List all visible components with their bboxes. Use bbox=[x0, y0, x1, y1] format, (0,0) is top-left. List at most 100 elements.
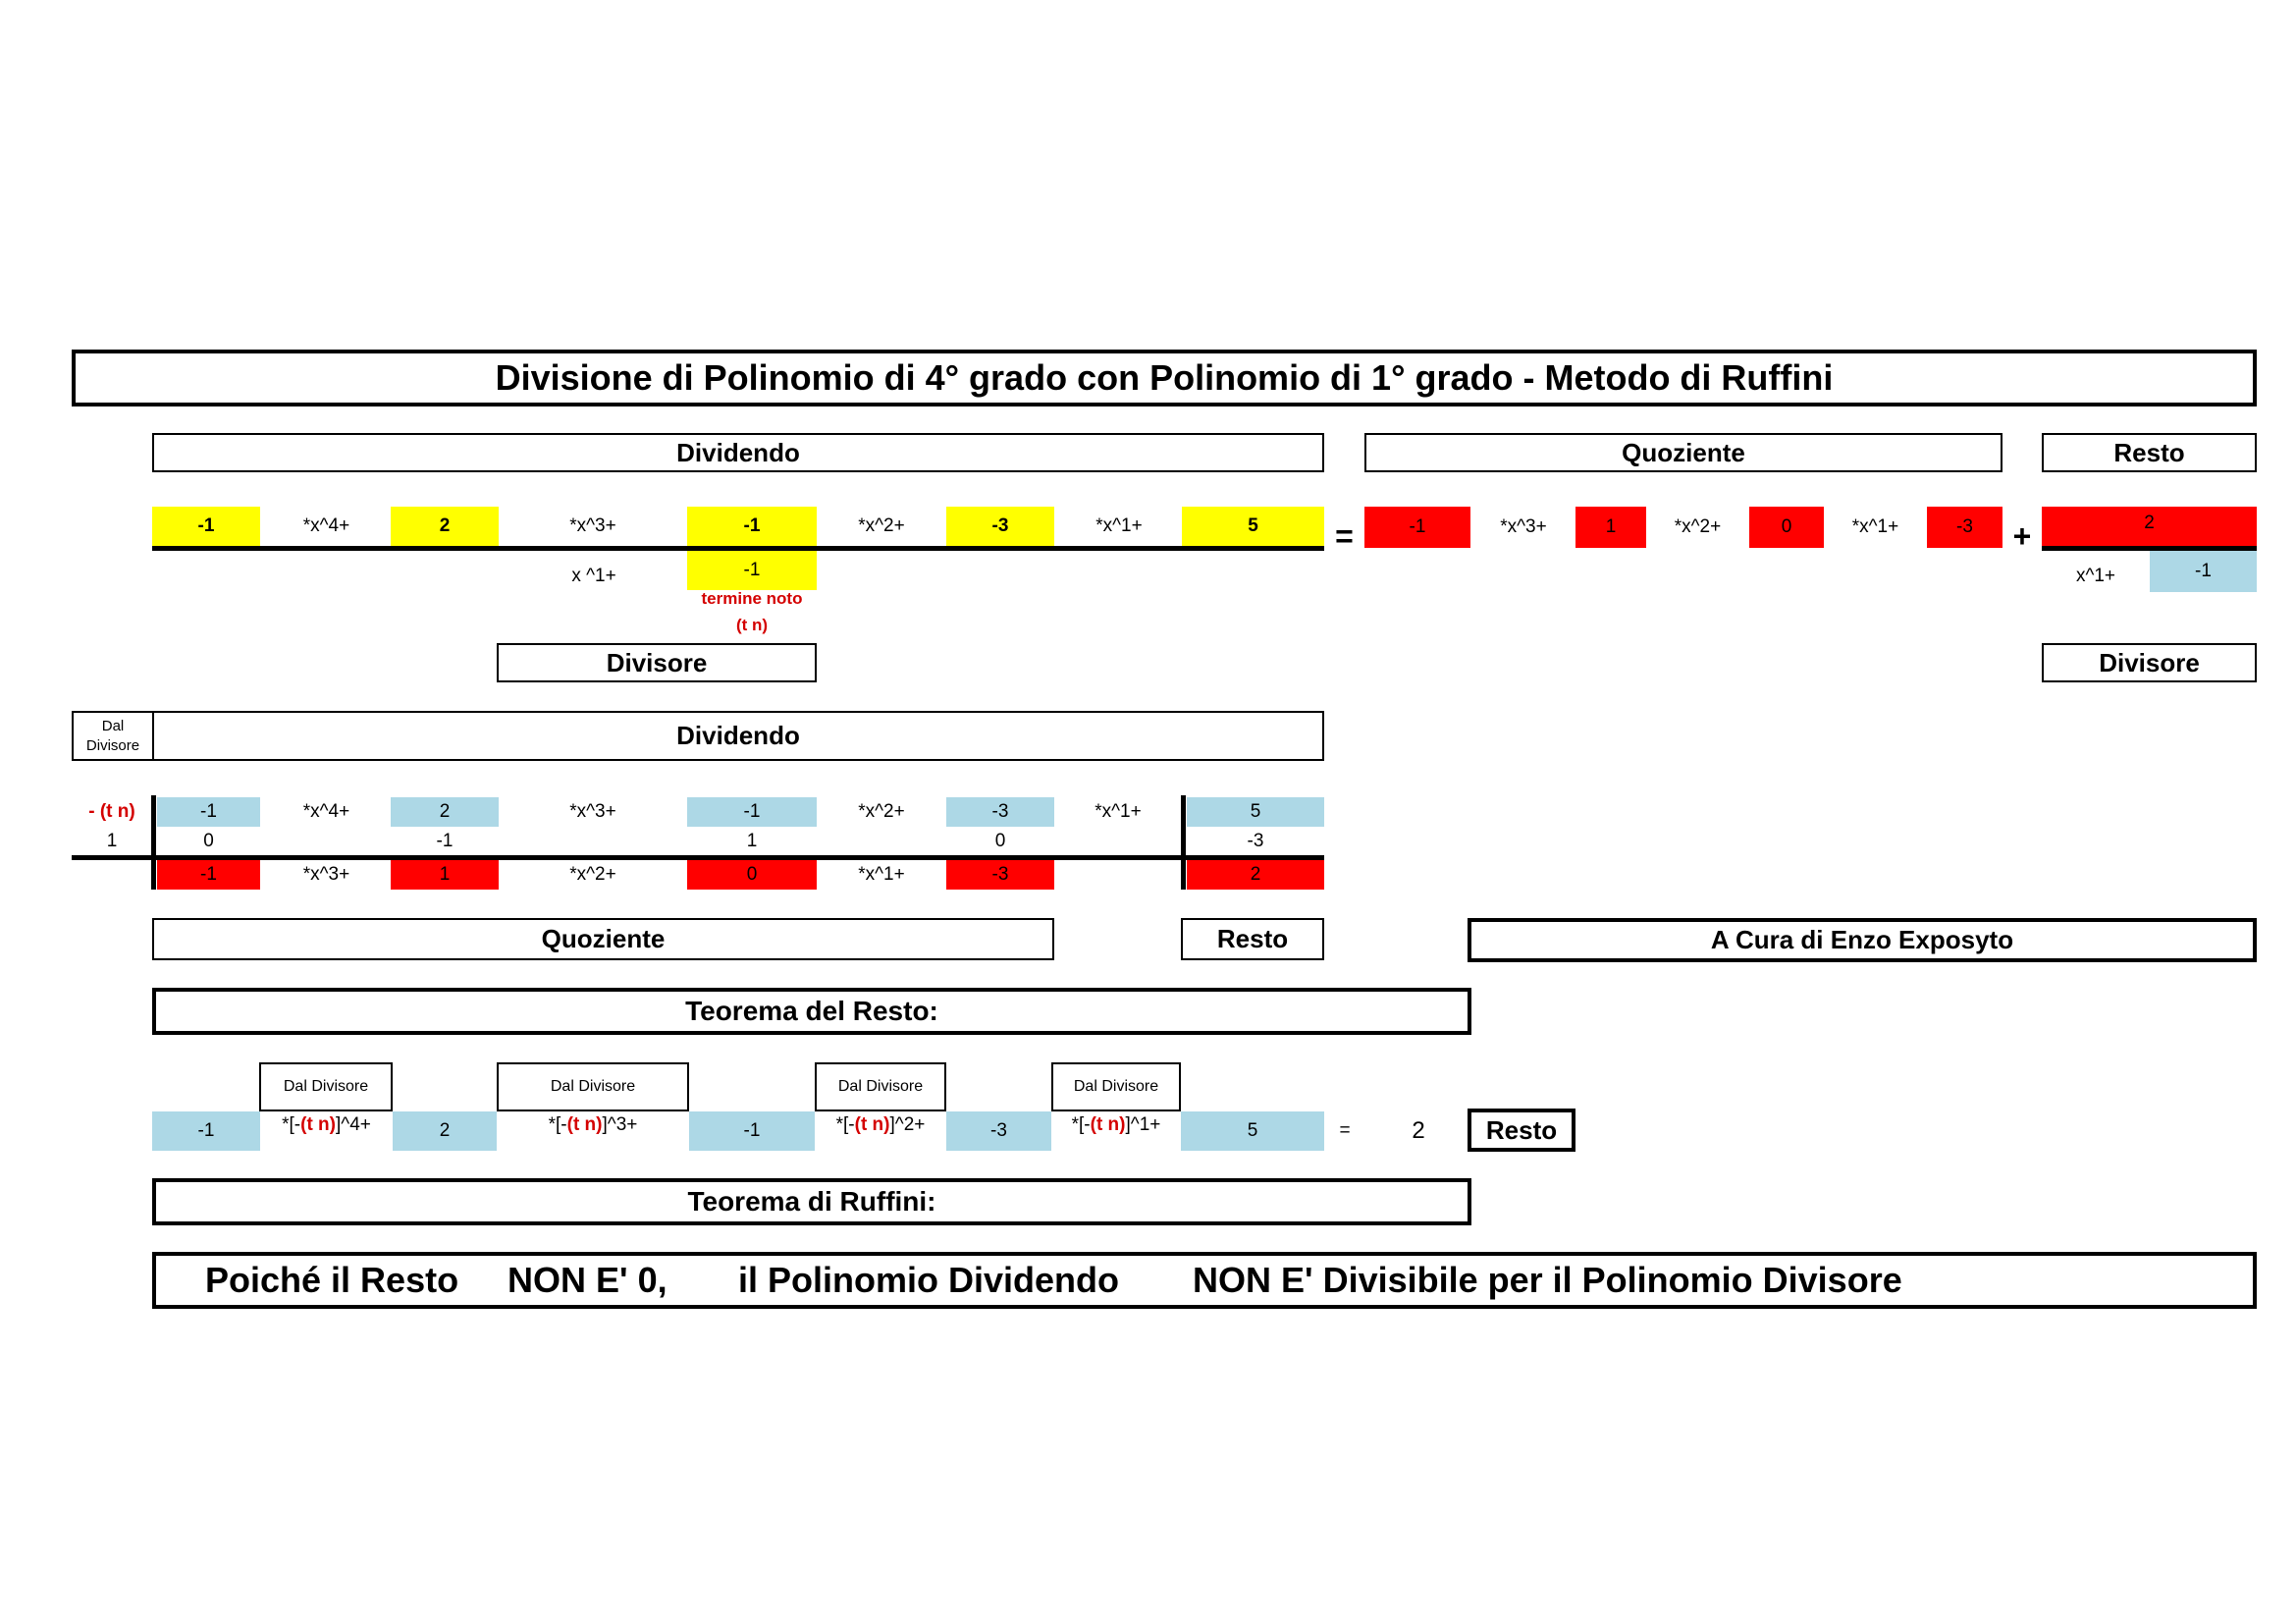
conclusion-box: Poiché il Resto NON E' 0, il Polinomio D… bbox=[152, 1252, 2257, 1309]
conclusion-part-1: Poiché il Resto bbox=[205, 1260, 459, 1300]
ruffini-quotient-3: 0 bbox=[687, 860, 817, 890]
ruffini-q-power-3: *x^3+ bbox=[302, 864, 350, 885]
divisor-x-term-right: x^1+ bbox=[2075, 566, 2116, 586]
ruffini-right-vertical-line bbox=[1181, 795, 1186, 890]
quotient-power-1: *x^1+ bbox=[1851, 516, 1899, 537]
remainder-underline bbox=[2042, 546, 2257, 551]
rt-term-1: *[- (t n)]^1+ bbox=[1051, 1111, 1181, 1151]
ruffini-product-3: 1 bbox=[746, 831, 758, 851]
conclusion-part-2: NON E' 0, bbox=[507, 1260, 667, 1300]
rt-term-4-open: *[- bbox=[282, 1114, 301, 1135]
ruffini-dividend-5: 5 bbox=[1187, 797, 1324, 827]
rt-result: 2 bbox=[1412, 1117, 1425, 1144]
dividend-coeff-2: 2 bbox=[391, 507, 499, 546]
rt-term-2-tn: (t n) bbox=[854, 1114, 890, 1135]
equals-sign: = bbox=[1335, 517, 1354, 554]
dal-divisore-tag-4: Dal Divisore bbox=[1051, 1062, 1181, 1111]
dividend-coeff-1: -1 bbox=[152, 507, 260, 546]
rt-term-2-open: *[- bbox=[835, 1114, 855, 1135]
ruffini-dividend-3: -1 bbox=[687, 797, 817, 827]
quotient-header: Quoziente bbox=[1364, 433, 2002, 472]
remainder-header: Resto bbox=[2042, 433, 2257, 472]
ruffini-dividend-2: 2 bbox=[391, 797, 499, 827]
page-title: Divisione di Polinomio di 4° grado con P… bbox=[72, 350, 2257, 406]
ruffini-quotient-4: -3 bbox=[946, 860, 1054, 890]
dividend-underline bbox=[152, 546, 1324, 551]
rt-coeff-4: -3 bbox=[946, 1111, 1051, 1151]
rt-coeff-5: 5 bbox=[1181, 1111, 1324, 1151]
ruffini-horizontal-line bbox=[72, 855, 1324, 860]
ruffini-remainder-header: Resto bbox=[1181, 918, 1324, 960]
divisor-x-term: x ^1+ bbox=[571, 566, 616, 586]
ruffini-dividend-header: Dividendo bbox=[152, 711, 1324, 761]
dividend-coeff-3: -1 bbox=[687, 507, 817, 546]
dividend-header: Dividendo bbox=[152, 433, 1324, 472]
divisor-header-right: Divisore bbox=[2042, 643, 2257, 682]
conclusion-part-4: NON E' Divisibile per il Polinomio Divis… bbox=[1193, 1260, 1902, 1300]
ruffini-left-value: 1 bbox=[106, 831, 118, 851]
rt-term-2-close: ]^2+ bbox=[889, 1114, 926, 1135]
dal-divisore-tag-3: Dal Divisore bbox=[815, 1062, 946, 1111]
remainder-theorem-header: Teorema del Resto: bbox=[152, 988, 1471, 1035]
ruffini-dividend-4: -3 bbox=[946, 797, 1054, 827]
rt-coeff-2: 2 bbox=[393, 1111, 497, 1151]
quotient-power-2: *x^2+ bbox=[1674, 516, 1722, 537]
rt-term-1-close: ]^1+ bbox=[1125, 1114, 1161, 1135]
remainder-value-top: 2 bbox=[2042, 507, 2257, 548]
rt-term-3-tn: (t n) bbox=[566, 1114, 603, 1135]
rt-term-4-tn: (t n) bbox=[300, 1114, 336, 1135]
dividend-coeff-4: -3 bbox=[946, 507, 1054, 546]
quotient-coeff-4: -3 bbox=[1927, 507, 2002, 548]
quotient-coeff-3: 0 bbox=[1749, 507, 1824, 548]
rt-term-2: *[- (t n)]^2+ bbox=[815, 1111, 946, 1151]
ruffini-product-2: -1 bbox=[436, 831, 454, 851]
divisor-constant: -1 bbox=[687, 551, 817, 590]
ruffini-power-4: *x^4+ bbox=[302, 801, 350, 822]
dividend-coeff-5: 5 bbox=[1182, 507, 1324, 546]
minus-tn-label: - (t n) bbox=[88, 801, 135, 822]
rt-term-4: *[- (t n)]^4+ bbox=[260, 1111, 393, 1151]
divisor-header-left: Divisore bbox=[497, 643, 817, 682]
ruffini-theorem-header: Teorema di Ruffini: bbox=[152, 1178, 1471, 1225]
plus-sign: + bbox=[2012, 517, 2032, 554]
rt-resto-label: Resto bbox=[1468, 1109, 1575, 1152]
ruffini-remainder: 2 bbox=[1187, 860, 1324, 890]
ruffini-quotient-header: Quoziente bbox=[152, 918, 1054, 960]
rt-term-3-close: ]^3+ bbox=[602, 1114, 638, 1135]
ruffini-left-vertical-line bbox=[151, 795, 156, 890]
ruffini-power-3: *x^3+ bbox=[569, 801, 616, 822]
dal-divisore-tag-1: Dal Divisore bbox=[259, 1062, 393, 1111]
ruffini-power-2: *x^2+ bbox=[858, 801, 905, 822]
quotient-coeff-1: -1 bbox=[1364, 507, 1470, 548]
dividend-power-3: *x^3+ bbox=[569, 515, 616, 536]
rt-term-1-tn: (t n) bbox=[1090, 1114, 1126, 1135]
termine-noto-label: termine noto bbox=[701, 589, 803, 608]
divisor-constant-right: -1 bbox=[2150, 551, 2257, 592]
rt-equals: = bbox=[1339, 1120, 1351, 1141]
rt-coeff-1: -1 bbox=[152, 1111, 260, 1151]
ruffini-quotient-1: -1 bbox=[157, 860, 260, 890]
ruffini-q-power-1: *x^1+ bbox=[858, 864, 905, 885]
quotient-coeff-2: 1 bbox=[1575, 507, 1646, 548]
tn-label: (t n) bbox=[735, 616, 769, 634]
rt-term-1-open: *[- bbox=[1071, 1114, 1091, 1135]
rt-term-4-close: ]^4+ bbox=[336, 1114, 371, 1135]
ruffini-product-5: -3 bbox=[1247, 831, 1264, 851]
ruffini-power-1: *x^1+ bbox=[1095, 801, 1142, 822]
ruffini-product-4: 0 bbox=[994, 831, 1006, 851]
dal-divisore-box: Dal Divisore bbox=[72, 711, 154, 761]
dividend-power-2: *x^2+ bbox=[858, 515, 905, 536]
ruffini-dividend-1: -1 bbox=[157, 797, 260, 827]
ruffini-q-power-2: *x^2+ bbox=[569, 864, 616, 885]
quotient-power-3: *x^3+ bbox=[1500, 516, 1547, 537]
conclusion-part-3: il Polinomio Dividendo bbox=[738, 1260, 1120, 1300]
rt-coeff-3: -1 bbox=[689, 1111, 815, 1151]
dividend-power-1: *x^1+ bbox=[1095, 515, 1143, 536]
ruffini-product-1: 0 bbox=[203, 831, 214, 851]
dividend-power-4: *x^4+ bbox=[302, 515, 350, 536]
dal-divisore-tag-2: Dal Divisore bbox=[497, 1062, 689, 1111]
ruffini-quotient-2: 1 bbox=[391, 860, 499, 890]
rt-term-3: *[- (t n)]^3+ bbox=[497, 1111, 689, 1151]
author-credit: A Cura di Enzo Exposyto bbox=[1468, 918, 2257, 962]
rt-term-3-open: *[- bbox=[548, 1114, 567, 1135]
